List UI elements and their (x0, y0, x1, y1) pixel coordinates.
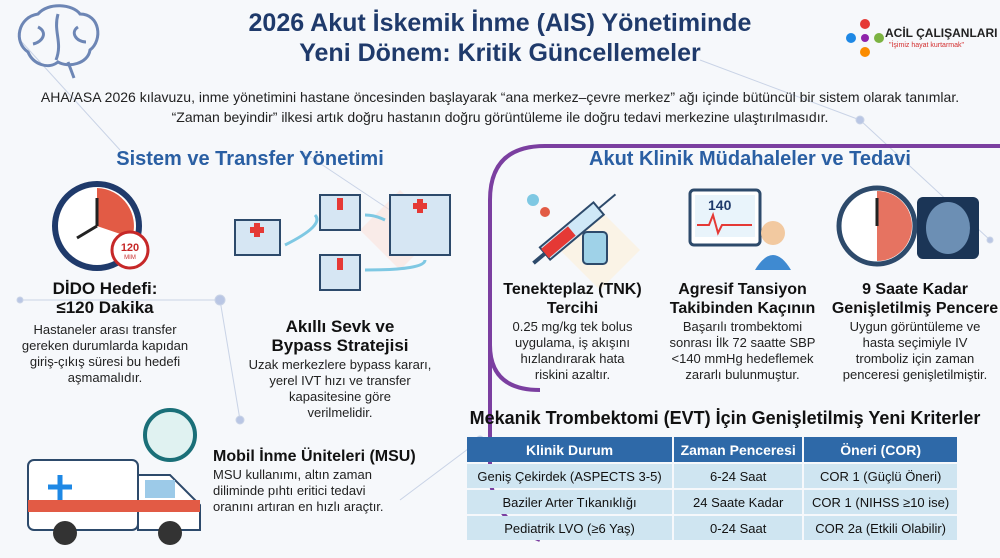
monitor-reading: 140 (708, 197, 732, 213)
bypass-title: Akıllı Sevk ve (285, 317, 395, 336)
bypass-desc: Uzak merkezlere bypass kararı, (248, 357, 432, 372)
logo-text: ACİL ÇALIŞANLARI (885, 26, 998, 40)
table-cell: 6-24 Saat (674, 464, 803, 488)
brain-icon (17, 4, 100, 79)
table-cell: 0-24 Saat (674, 516, 803, 540)
column-header: Klinik Durum (467, 437, 673, 462)
tnk-desc: riskini azaltır. (534, 367, 611, 382)
dido-title: ≤120 Dakika (56, 298, 154, 317)
bypass-desc: verilmelidir. (307, 405, 373, 420)
window-desc: tromboliz için zaman (855, 351, 975, 366)
window-desc: hasta seçimiyle IV (862, 335, 968, 350)
bp-desc: Başarılı trombektomi (682, 319, 803, 334)
hospital-network-icon (234, 194, 451, 291)
logo-mark-icon (846, 19, 884, 57)
bypass-title: Bypass Stratejisi (271, 336, 409, 355)
window-desc: Uygun görüntüleme ve (849, 319, 981, 334)
msu-desc: diliminde pıhtı eritici tedavi (213, 483, 366, 498)
tnk-desc: 0.25 mg/kg tek bolus (512, 319, 633, 334)
window-desc: penceresi genişletilmiştir. (842, 367, 988, 382)
bypass-desc: yerel IVT hızı ve transfer (269, 373, 411, 388)
table-cell: 24 Saate Kadar (674, 490, 803, 514)
logo-slogan: "İşimiz hayat kurtarmak" (889, 42, 964, 49)
window-title: Genişletilmiş Pencere (831, 300, 999, 317)
column-header: Öneri (COR) (804, 437, 957, 462)
dido-desc: giriş-çıkış süresi bu hedefi (29, 354, 181, 369)
dido-title: DİDO Hedefi: (52, 279, 158, 298)
section-title-clinical: Akut Klinik Müdahaleler ve Tedavi (589, 148, 911, 170)
logo: ACİL ÇALIŞANLARI "İşimiz hayat kurtarmak… (845, 18, 998, 58)
clock-icon (52, 181, 150, 271)
page-title: 2026 Akut İskemik İnme (AIS) Yönetiminde… (0, 8, 1000, 68)
intro-line: “Zaman beyindir” ilkesi artık doğru hast… (171, 109, 829, 125)
bp-desc: zararlı bulunmuştur. (685, 367, 800, 382)
clock-brain-scan-icon (836, 185, 979, 267)
intro-text: AHA/ASA 2026 kılavuzu, inme yönetimini h… (40, 87, 960, 127)
tnk-desc: uygulama, iş akışını (515, 335, 630, 350)
table-cell: COR 2a (Etkili Olabilir) (804, 516, 957, 540)
bp-monitor-icon (688, 188, 791, 270)
table-cell: Geniş Çekirdek (ASPECTS 3-5) (467, 464, 673, 488)
title-line-1: 2026 Akut İskemik İnme (AIS) Yönetiminde (248, 9, 752, 37)
column-header: Zaman Penceresi (674, 437, 803, 462)
dido-desc: gereken durumlarda kapıdan (21, 338, 189, 353)
table-cell: Pediatrik LVO (≥6 Yaş) (467, 516, 673, 540)
bp-desc: sonrası İlk 72 saatte SBP (669, 335, 816, 350)
msu-title: Mobil İnme Üniteleri (MSU) (213, 448, 416, 465)
bypass-desc: kapasitesine göre (289, 389, 391, 404)
bp-desc: <140 mmHg hedeflemek (671, 351, 814, 366)
evt-table-title: Mekanik Trombektomi (EVT) İçin Genişleti… (469, 408, 981, 428)
ambulance-icon (27, 408, 201, 545)
table-cell: COR 1 (NIHSS ≥10 ise) (804, 490, 957, 514)
msu-desc: MSU kullanımı, altın zaman (213, 467, 372, 482)
title-line-2: Yeni Dönem: Kritik Güncellemeler (299, 39, 701, 67)
table-cell: COR 1 (Güçlü Öneri) (804, 464, 957, 488)
dido-desc: Hastaneler arası transfer (33, 322, 177, 337)
msu-desc: oranını artıran en hızlı araçtır. (213, 499, 384, 514)
section-title-system: Sistem ve Transfer Yönetimi (116, 148, 384, 170)
tnk-desc: hızlandırarak hata (520, 351, 625, 366)
bp-title: Agresif Tansiyon (678, 281, 807, 298)
bp-title: Takibinden Kaçının (669, 300, 816, 317)
syringe-vial-icon (527, 193, 617, 265)
clock-number: 9 (866, 218, 873, 230)
table-cell: Baziler Arter Tıkanıklığı (467, 490, 673, 514)
window-title: 9 Saate Kadar (862, 281, 968, 298)
dido-desc: aşmamalıdır. (67, 370, 143, 385)
clock-unit: MIM (124, 255, 136, 261)
intro-line: AHA/ASA 2026 kılavuzu, inme yönetimini h… (40, 89, 960, 105)
tnk-title: Tenekteplaz (TNK) (503, 281, 642, 298)
clock-badge: 120 (120, 242, 140, 254)
tnk-title: Tercihi (546, 300, 599, 317)
